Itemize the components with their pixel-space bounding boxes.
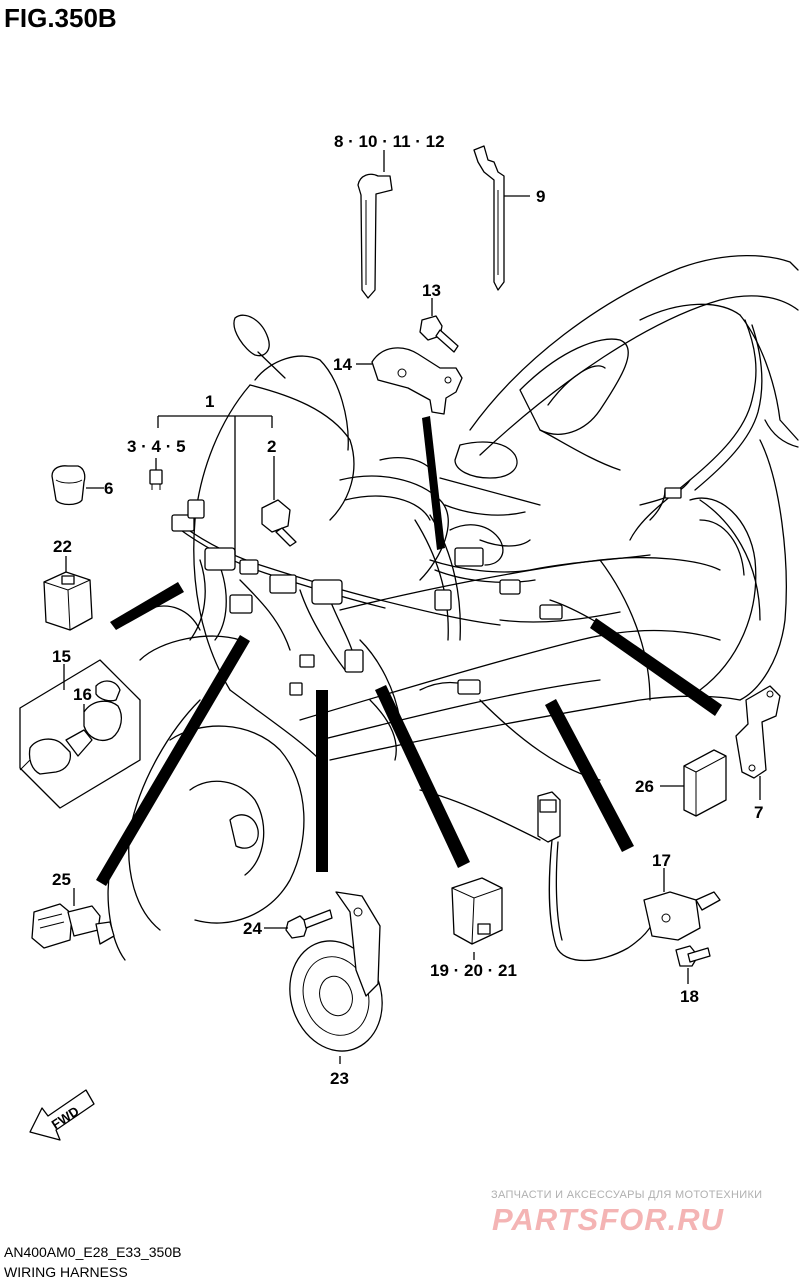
callout-9: 9 [536, 187, 545, 206]
callout-6: 6 [104, 479, 113, 498]
bolt-18 [675, 945, 711, 967]
locator-pointers [96, 416, 722, 886]
watermark-tagline: ЗАПЧАСТИ И АКСЕССУАРЫ ДЛЯ МОТОТЕХНИКИ [491, 1189, 762, 1201]
callout-15: 15 [52, 647, 71, 666]
callout-18: 18 [680, 987, 699, 1006]
bracket-7 [735, 685, 781, 779]
callout-17: 17 [652, 851, 671, 870]
bracket-14 [371, 347, 463, 415]
callout-3-4-5: 3 · 4 · 5 [127, 437, 186, 456]
sensor-17 [537, 791, 721, 962]
callout-22: 22 [53, 537, 72, 556]
callout-16: 16 [73, 685, 92, 704]
figure-title: FIG.350B [4, 3, 117, 33]
socket-assembly-15 [19, 659, 141, 809]
watermark: ЗАПЧАСТИ И АКСЕССУАРЫ ДЛЯ МОТОТЕХНИКИ PA… [491, 1189, 762, 1237]
section-name: WIRING HARNESS [4, 1264, 128, 1280]
callout-19-20-21: 19 · 20 · 21 [430, 961, 517, 980]
cable-tie-8-10-11-12 [357, 173, 393, 299]
cap-6 [51, 465, 86, 506]
leader-lines [63, 150, 761, 1064]
callout-labels: 1 2 3 · 4 · 5 6 7 8 · 10 · 11 · 12 9 13 … [52, 132, 763, 1088]
connector-25 [31, 903, 115, 949]
fuse-3-4-5 [149, 469, 163, 490]
wiring-harness [171, 479, 691, 761]
forward-direction-arrow: FWD [29, 1089, 95, 1141]
callout-2: 2 [267, 437, 276, 456]
clip-tie-9 [473, 145, 505, 291]
callout-25: 25 [52, 870, 71, 889]
model-code: AN400AM0_E28_E33_350B [4, 1244, 181, 1260]
callout-7: 7 [754, 803, 763, 822]
callout-13: 13 [422, 281, 441, 300]
part-2 [261, 499, 297, 547]
relay-19-20-21 [451, 877, 503, 945]
callout-8-10-11-12: 8 · 10 · 11 · 12 [334, 132, 445, 151]
watermark-logo: PARTSFOR.RU [492, 1202, 725, 1237]
callout-1: 1 [205, 392, 214, 411]
callout-23: 23 [330, 1069, 349, 1088]
relay-22 [43, 571, 93, 631]
pad-26 [683, 749, 727, 817]
callout-26: 26 [635, 777, 654, 796]
callout-14: 14 [333, 355, 352, 374]
horn-23 [289, 891, 383, 1052]
callout-24: 24 [243, 919, 262, 938]
bolt-24 [285, 909, 333, 939]
bolt-13 [419, 315, 459, 353]
